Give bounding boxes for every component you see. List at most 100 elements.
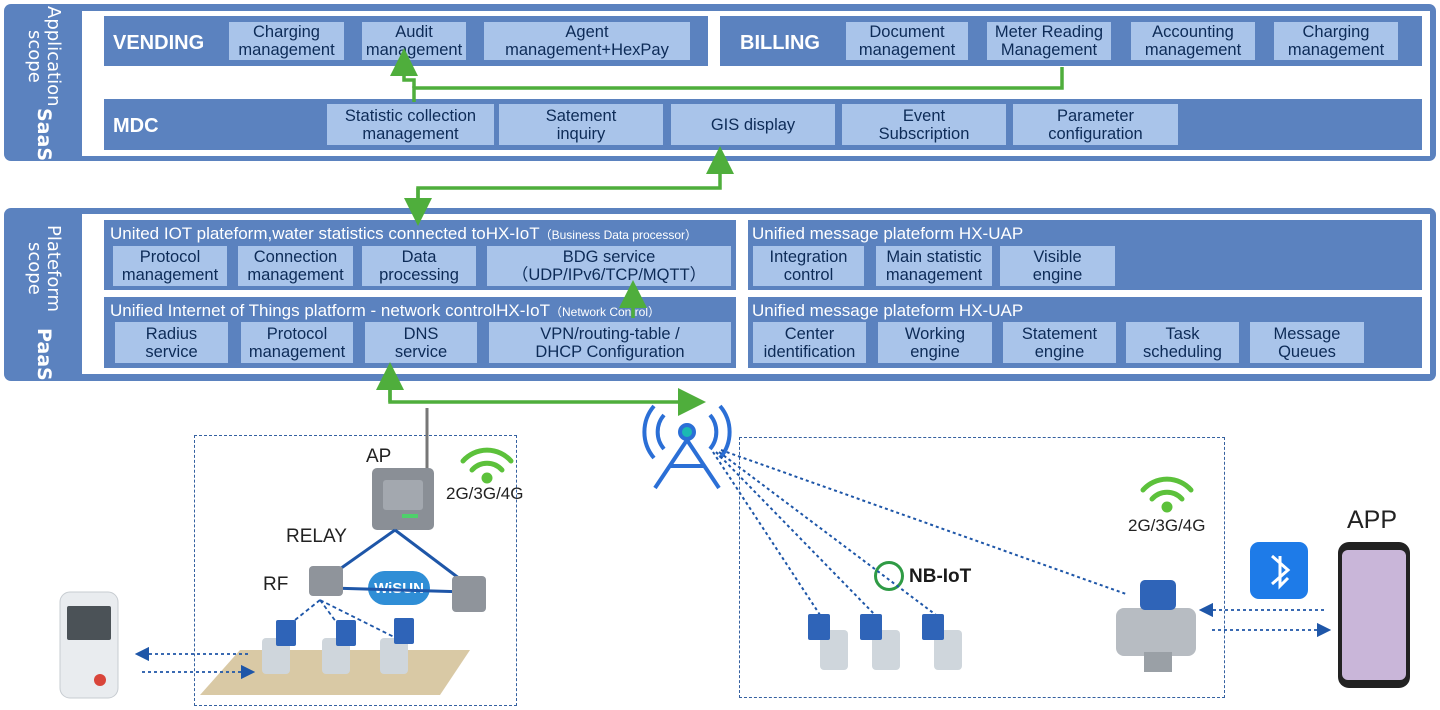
billing-item-label: Charging management	[1287, 23, 1385, 59]
uap-item-label: Center identification	[763, 324, 856, 361]
iot-business-title-text: United IOT plateform,water statistics co…	[110, 224, 540, 243]
billing-item-label: Accounting management	[1144, 23, 1242, 59]
ap-label: AP	[366, 446, 392, 467]
uap-message-queues: Message Queues	[1250, 322, 1364, 363]
ap-gateway-icon	[372, 408, 434, 530]
cellular-label-left: 2G/3G/4G	[446, 484, 524, 503]
flow-billing-to-mdc	[412, 67, 1064, 102]
iot-item-label: Protocol management	[248, 324, 346, 361]
uap-item-label: Integration control	[769, 248, 848, 284]
data-flow-arrows	[376, 48, 1064, 416]
paas-scope-text: Plateform scope	[24, 224, 64, 312]
bluetooth-glyph	[1271, 554, 1291, 590]
saas-short-text: SaaS	[32, 107, 55, 161]
iot-bdg-service: BDG service （UDP/IPv6/TCP/MQTT）	[487, 246, 731, 286]
uap-center-identification: Center identification	[753, 322, 866, 363]
mdc-item-label: Satement inquiry	[545, 106, 617, 143]
cell-tower-icon	[642, 404, 732, 490]
nbiot-network-group	[739, 437, 1225, 698]
billing-title: BILLING	[740, 32, 820, 54]
handheld-links	[134, 602, 1332, 680]
vending-title: VENDING	[113, 32, 205, 54]
billing-item-label: Meter Reading Management	[994, 23, 1104, 59]
saas-scope-text: Application scope	[24, 5, 64, 107]
ap-network-group	[194, 435, 517, 706]
bulk-water-meter-icon	[1116, 580, 1196, 672]
mdc-statement-inquiry: Satement inquiry	[499, 104, 663, 145]
nbiot-label: NB-IoT	[909, 566, 972, 587]
uap-main-statistic-management: Main statistic management	[876, 246, 992, 286]
mdc-item-label: Parameter configuration	[1048, 106, 1143, 143]
saas-scope-label: Application scope SaaS	[4, 4, 82, 161]
flow-to-audit	[390, 48, 418, 88]
mdc-parameter-configuration: Parameter configuration	[1013, 104, 1178, 145]
iot-data-processing: Data processing	[362, 246, 476, 286]
iot-item-label: Data processing	[379, 248, 459, 284]
mdc-item-label: Event Subscription	[878, 106, 970, 143]
uap-statement-engine: Statement engine	[1003, 322, 1116, 363]
uap-integration-control: Integration control	[753, 246, 864, 286]
vending-item-label: Agent management+HexPay	[505, 23, 669, 59]
iot-item-label: Connection management	[247, 248, 344, 284]
iot-item-label: VPN/routing-table / DHCP Configuration	[535, 324, 685, 361]
uap-item-label: Working engine	[904, 324, 966, 361]
uap-top-title: Unified message plateform HX-UAP	[752, 224, 1024, 243]
nbiot-links	[712, 449, 1127, 619]
mdc-gis-display: GIS display	[671, 104, 835, 145]
uap-visible-engine: Visible engine	[1000, 246, 1115, 286]
uap-bottom-title: Unified message plateform HX-UAP	[752, 301, 1024, 320]
uap-working-engine: Working engine	[878, 322, 992, 363]
uap-item-label: Message Queues	[1273, 324, 1341, 361]
uap-item-label: Main statistic management	[885, 248, 983, 284]
mesh-links	[329, 528, 469, 594]
paas-scope-label: Plateform scope PaaS	[4, 208, 82, 381]
mdc-item-label: Statistic collection management	[344, 106, 477, 143]
vending-charging-management: Charging management	[229, 22, 344, 60]
uap-item-label: Task scheduling	[1143, 324, 1222, 361]
iot-business-note: （Business Data processor）	[539, 228, 697, 242]
iot-business-title: United IOT plateform,water statistics co…	[110, 224, 697, 244]
iot-item-label: DNS service	[394, 324, 448, 361]
iot-network-title-text: Unified Internet of Things platform - ne…	[110, 301, 550, 320]
rf-label: RF	[263, 574, 289, 595]
iot-dns-service: DNS service	[365, 322, 477, 363]
handheld-terminal-icon	[59, 591, 119, 699]
iot-protocol-management-2: Protocol management	[241, 322, 353, 363]
uap-item-label: Statement engine	[1021, 324, 1098, 361]
billing-document-management: Document management	[846, 22, 968, 60]
mdc-title: MDC	[113, 115, 159, 137]
cellular-label-right: 2G/3G/4G	[1128, 516, 1206, 535]
paas-short-text: PaaS	[32, 328, 55, 381]
wifi-icon-right	[1140, 476, 1194, 513]
billing-accounting-management: Accounting management	[1131, 22, 1255, 60]
relay-label: RELAY	[286, 526, 347, 547]
vending-agent-management: Agent management+HexPay	[484, 22, 690, 60]
nbiot-logo-icon	[874, 561, 904, 591]
iot-item-label: Protocol management	[121, 248, 219, 284]
mdc-item-label: GIS display	[710, 115, 796, 134]
uap-item-label: Visible engine	[1032, 248, 1083, 284]
iot-item-label: Radius service	[145, 324, 198, 361]
iot-protocol-management: Protocol management	[113, 246, 227, 286]
water-meters-left	[262, 618, 414, 674]
smartphone-icon	[1338, 542, 1410, 688]
iot-vpn-routing-dhcp: VPN/routing-table / DHCP Configuration	[489, 322, 731, 363]
billing-meter-reading-management: Meter Reading Management	[987, 22, 1111, 60]
iot-connection-management: Connection management	[238, 246, 353, 286]
vending-item-label: Charging management	[238, 23, 335, 59]
wifi-icon-left	[460, 447, 514, 484]
wisun-text: WiSUN	[374, 579, 424, 597]
flow-paas-to-saas	[416, 146, 734, 214]
billing-charging-management: Charging management	[1274, 22, 1398, 60]
mdc-event-subscription: Event Subscription	[842, 104, 1006, 145]
iot-item-label: BDG service （UDP/IPv6/TCP/MQTT）	[511, 248, 707, 284]
mdc-statistic-collection: Statistic collection management	[327, 104, 494, 145]
water-meters-nbiot	[808, 614, 962, 670]
uap-task-scheduling: Task scheduling	[1126, 322, 1239, 363]
iot-radius-service: Radius service	[115, 322, 228, 363]
billing-item-label: Document management	[858, 23, 956, 59]
flow-paas-to-tower	[388, 378, 706, 416]
app-label: APP	[1347, 506, 1398, 534]
relay-device-icon	[309, 566, 486, 612]
